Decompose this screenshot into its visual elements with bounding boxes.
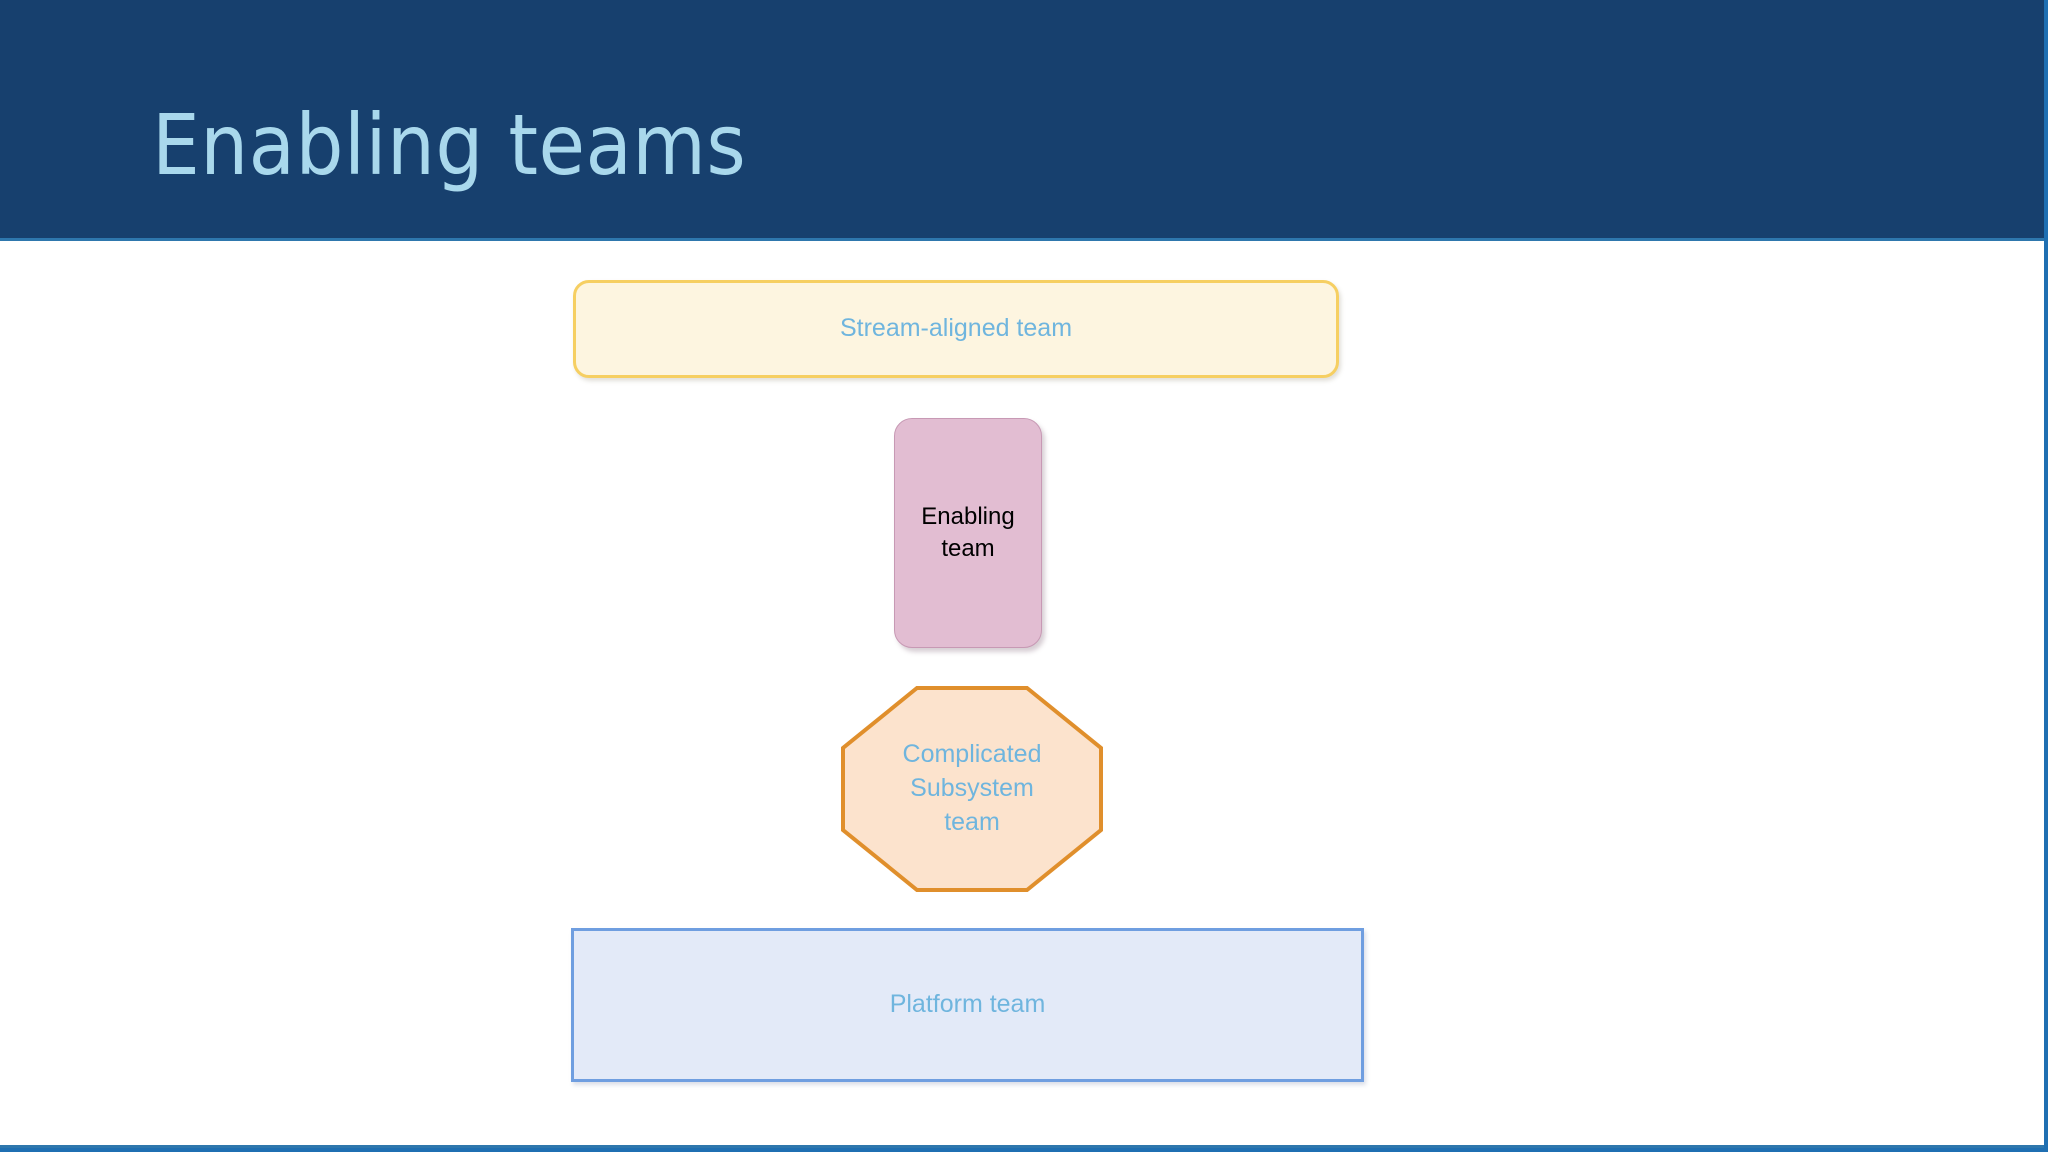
shape-enabling-team-label: Enabling team	[921, 501, 1014, 564]
octagon-icon	[841, 686, 1103, 892]
shape-stream-aligned-team[interactable]: Stream-aligned team	[573, 280, 1339, 378]
diagram-canvas: Stream-aligned team Enabling team Complic…	[0, 238, 2044, 1148]
slide-header-band	[0, 0, 2044, 238]
shape-platform-team[interactable]: Platform team	[571, 928, 1364, 1082]
shape-complicated-subsystem-team[interactable]: Complicated Subsystem team	[841, 686, 1103, 892]
shape-enabling-team-label-line2: team	[941, 535, 995, 562]
shape-enabling-team[interactable]: Enabling team	[894, 418, 1042, 648]
page-title: Enabling teams	[152, 96, 747, 194]
bottom-accent-rule	[0, 1145, 2044, 1148]
header-accent-rule	[0, 238, 2044, 241]
shape-platform-team-label: Platform team	[889, 990, 1046, 1019]
shape-complicated-subsystem-team-label: Complicated Subsystem team	[902, 740, 1042, 836]
shape-stream-aligned-team-label: Stream-aligned team	[839, 314, 1073, 343]
shape-enabling-team-label-line1: Enabling	[921, 503, 1015, 531]
